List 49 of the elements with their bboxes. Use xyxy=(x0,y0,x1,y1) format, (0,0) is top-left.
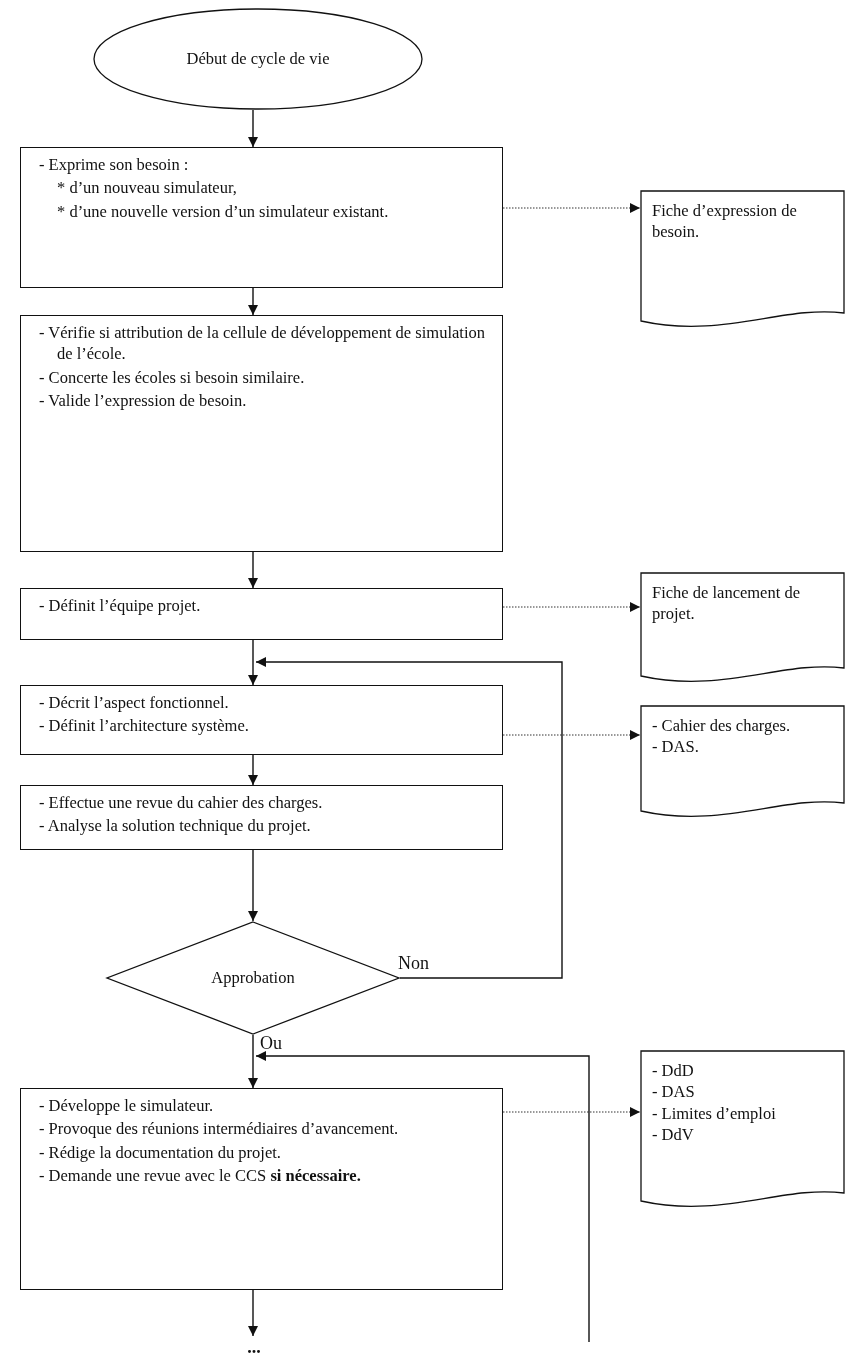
arrow xyxy=(248,1034,258,1089)
dotted-arrow xyxy=(502,602,641,612)
start-ellipse xyxy=(93,8,423,110)
node-text: - Valide l’expression de besoin. xyxy=(38,390,248,412)
arrow xyxy=(248,287,258,316)
arrow xyxy=(248,849,258,922)
node-text: - Provoque des réunions intermédiaires d’avancement. xyxy=(38,1118,400,1140)
node-text: - DAS. xyxy=(652,736,700,758)
dotted-arrow xyxy=(502,1107,641,1117)
arrow xyxy=(255,657,563,979)
node-text: - Définit l’équipe projet. xyxy=(38,595,202,617)
node-text: - Demande une revue avec le CCS si nécessaire. xyxy=(38,1165,362,1187)
node-text: Fiche de lancement de projet. xyxy=(652,582,801,625)
arrow xyxy=(248,754,258,786)
dotted-arrow xyxy=(502,203,641,213)
process-box xyxy=(20,588,503,640)
process-box xyxy=(20,315,503,552)
node-text: - Effectue une revue du cahier des charges. xyxy=(38,792,324,814)
node-text: - DdV xyxy=(652,1124,695,1146)
node-text: - Rédige la documentation du projet. xyxy=(38,1141,282,1164)
decision-diamond xyxy=(106,921,400,1035)
node-text: - Développe le simulateur. xyxy=(38,1095,215,1117)
node-text: - DdD xyxy=(652,1060,695,1082)
node-text: - Définit l’architecture système. xyxy=(38,715,250,737)
ellipsis-text: ... xyxy=(247,1338,261,1356)
node-text: Fiche d’expression de besoin. xyxy=(652,200,798,243)
node-text: - DAS xyxy=(652,1081,696,1103)
process-box xyxy=(20,1088,503,1290)
node-text: - Vérifie si attribution de la cellule de développement de simulation de l’école. xyxy=(38,322,486,365)
arrow xyxy=(248,1289,258,1337)
process-box xyxy=(20,785,503,850)
node-text: - Concerte les écoles si besoin similaire. xyxy=(38,366,306,389)
node-text: - Exprime son besoin : xyxy=(38,154,190,176)
node-text: * d’une nouvelle version d’un simulateur existant. xyxy=(56,200,390,223)
process-box xyxy=(20,685,503,755)
arrow xyxy=(255,1051,590,1343)
node-text: Début de cycle de vie xyxy=(186,48,330,70)
node-text: - Limites d’emploi xyxy=(652,1102,777,1125)
arrow xyxy=(248,109,258,148)
node-text: - Décrit l’aspect fonctionnel. xyxy=(38,692,230,714)
node-text: - Cahier des charges. xyxy=(652,715,792,737)
arrow xyxy=(248,639,258,686)
node-text: - Analyse la solution technique du projet. xyxy=(38,815,312,837)
edge-label: Ou xyxy=(259,1034,283,1053)
arrow xyxy=(248,551,258,589)
dotted-arrow xyxy=(502,730,641,740)
node-text: Approbation xyxy=(211,967,295,989)
node-text: * d’un nouveau simulateur, xyxy=(56,177,238,199)
process-box xyxy=(20,147,503,288)
